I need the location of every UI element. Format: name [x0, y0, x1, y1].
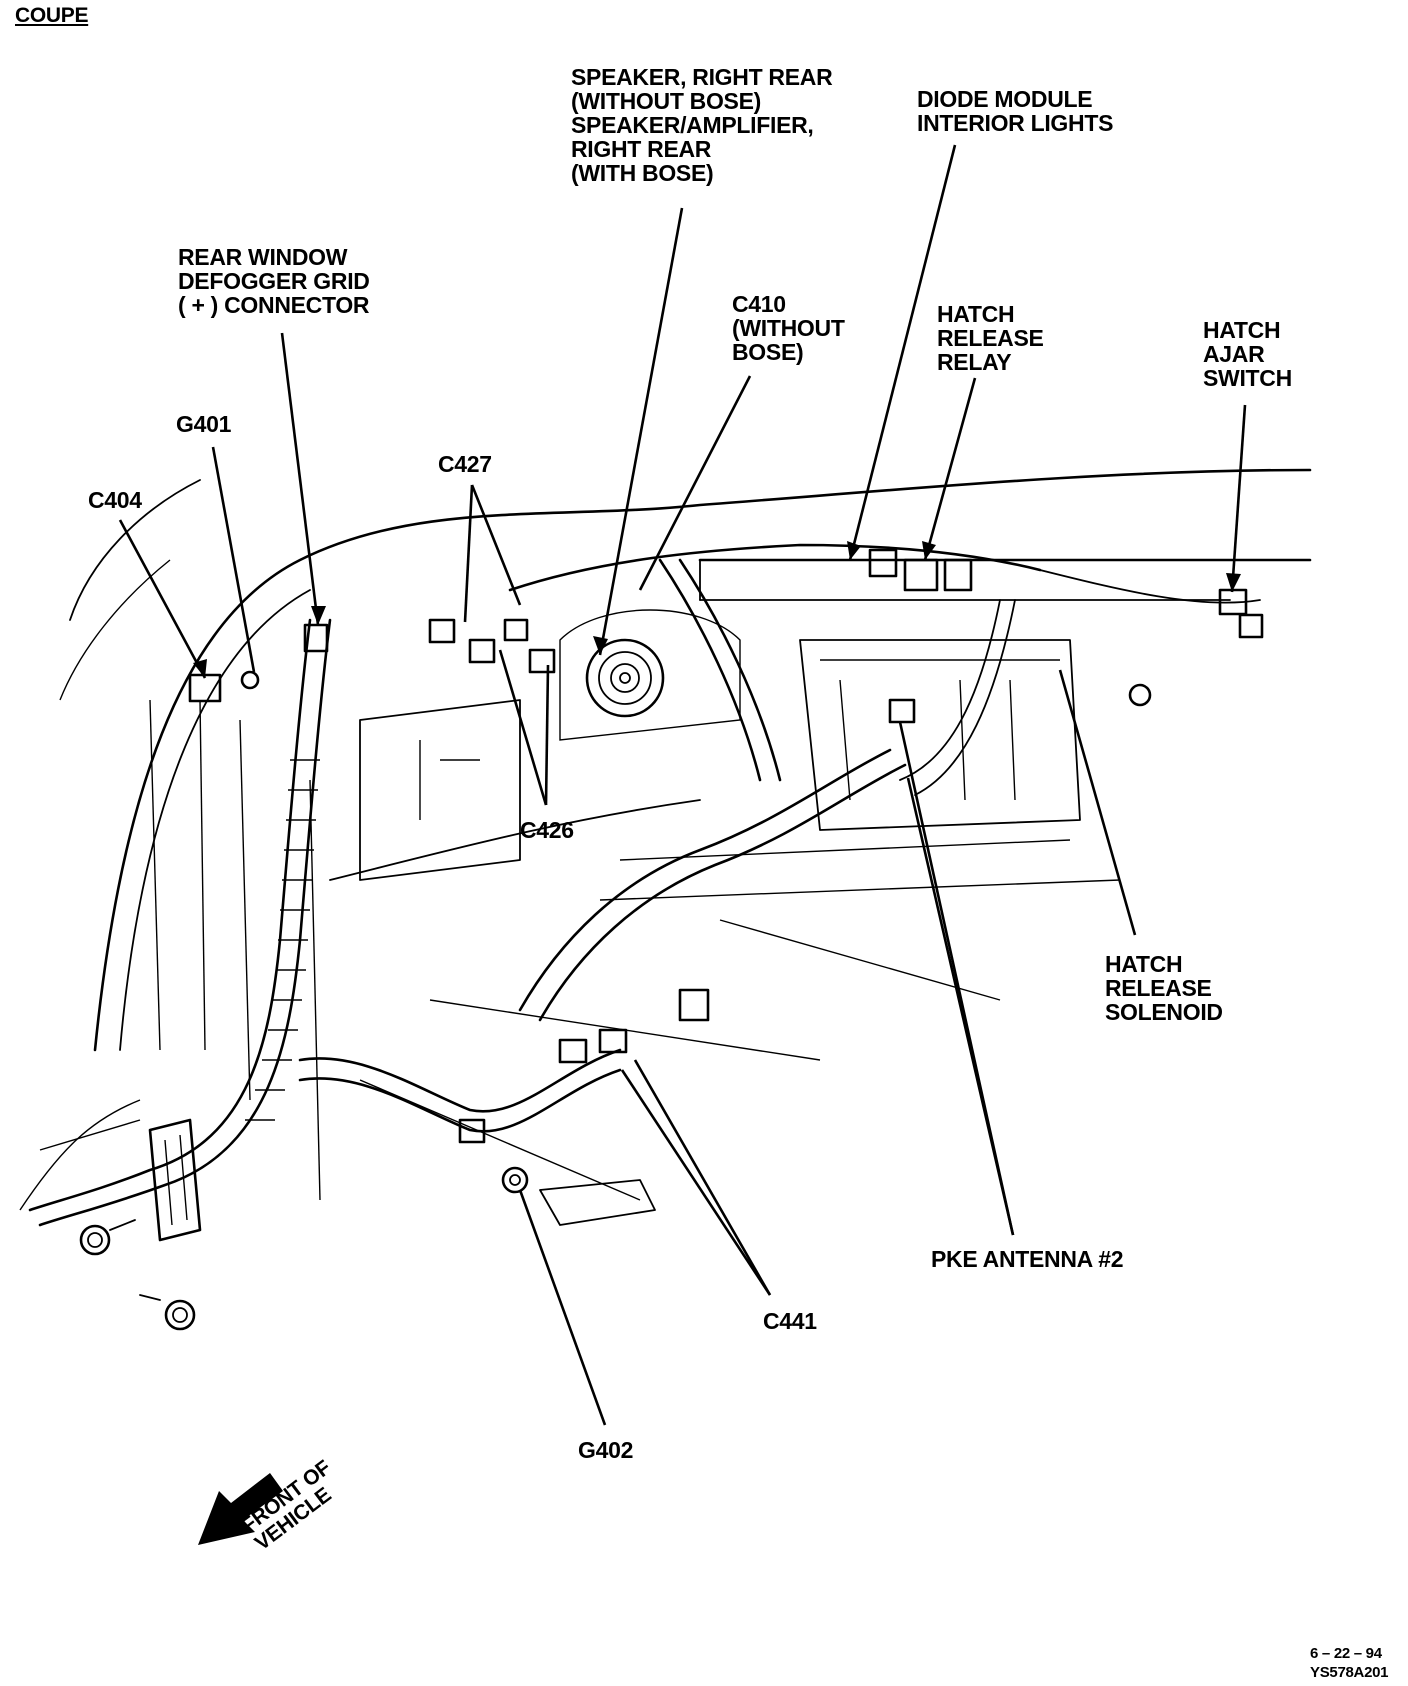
label-hatch-ajar-switch: HATCH AJAR SWITCH [1203, 317, 1292, 391]
label-c427: C427 [438, 451, 492, 477]
front-arrow-icon [198, 1473, 283, 1545]
diagram-date: 6 – 22 – 94 [1310, 1645, 1382, 1662]
label-defogger-connector: REAR WINDOW DEFOGGER GRID ( + ) CONNECTO… [178, 244, 370, 318]
label-hatch-release-relay: HATCH RELEASE RELAY [937, 301, 1044, 375]
label-diode-module: DIODE MODULE INTERIOR LIGHTS [917, 86, 1114, 136]
diagram-code: YS578A201 [1310, 1664, 1389, 1681]
label-c441: C441 [763, 1308, 817, 1334]
label-c410: C410 (WITHOUT BOSE) [732, 291, 845, 365]
label-g401: G401 [176, 411, 232, 437]
label-speaker: SPEAKER, RIGHT REAR (WITHOUT BOSE) SPEAK… [571, 64, 833, 186]
diagram-title: COUPE [15, 4, 89, 27]
label-c426: C426 [520, 817, 574, 843]
label-pke-antenna: PKE ANTENNA #2 [931, 1246, 1124, 1272]
label-c404: C404 [88, 487, 142, 513]
label-hatch-release-solenoid: HATCH RELEASE SOLENOID [1105, 951, 1223, 1025]
label-g402: G402 [578, 1437, 634, 1463]
